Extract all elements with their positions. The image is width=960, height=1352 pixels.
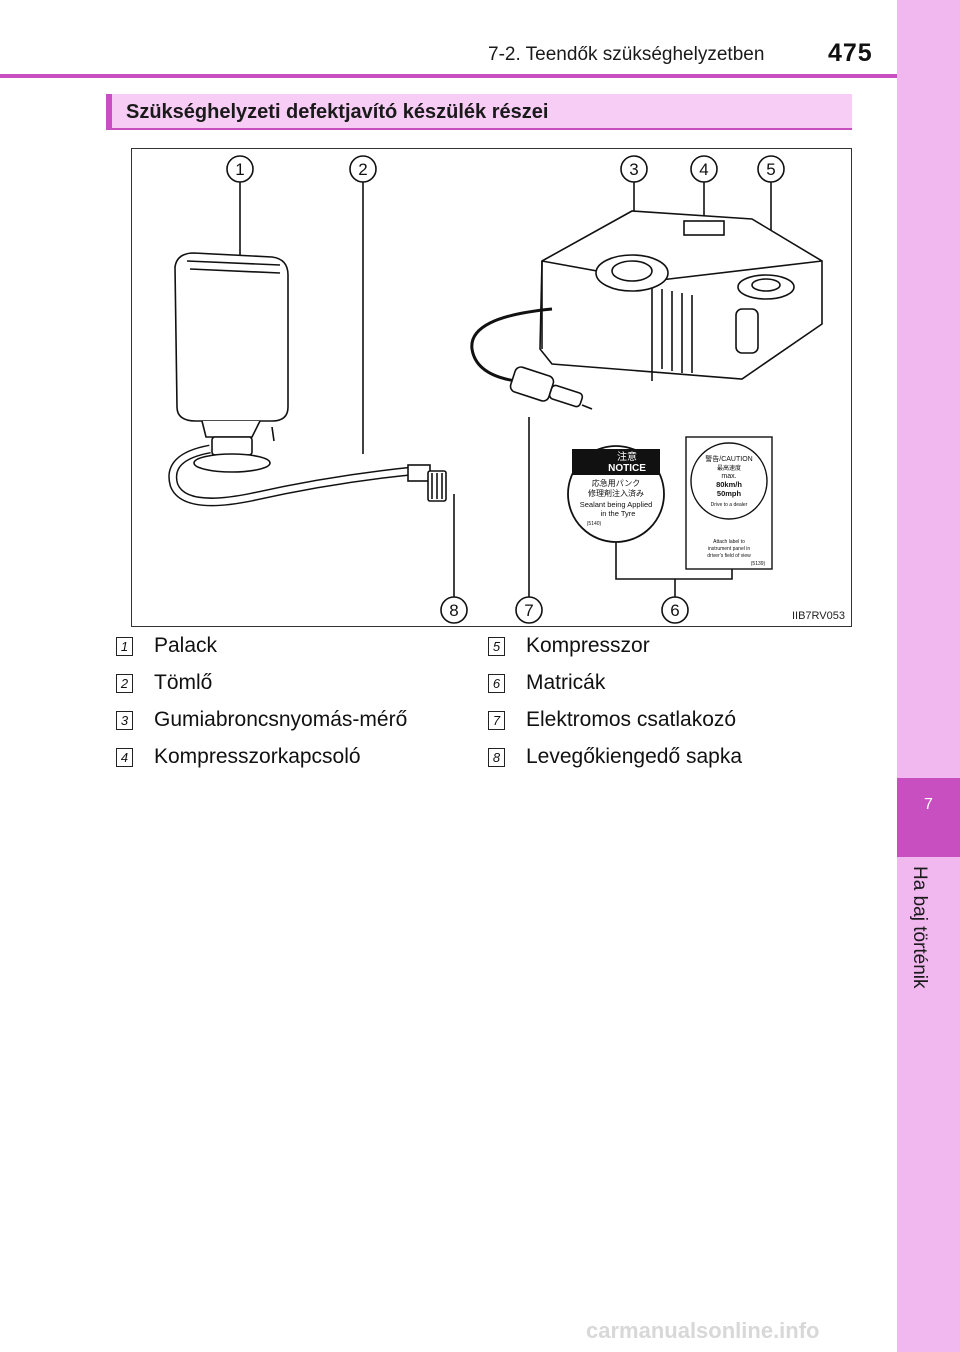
sticker-notice-jp3: 修理剤注入済み <box>588 488 644 498</box>
legend-item-6: 6 Matricák <box>488 671 605 695</box>
repair-kit-figure: 1 2 3 4 5 8 7 6 注意 NOTICE 応急用パンク 修理剤注入済み… <box>131 148 852 627</box>
chapter-tab[interactable] <box>897 778 960 857</box>
legend-text: Tömlő <box>154 671 213 694</box>
legend-num-box: 7 <box>488 710 505 730</box>
sticker-notice-jp2: 応急用パンク <box>592 478 640 488</box>
callout-1: 1 <box>235 160 244 179</box>
legend-text: Kompresszor <box>526 634 650 657</box>
sticker-notice-en: NOTICE <box>608 463 646 474</box>
watermark[interactable]: carmanualsonline.info <box>586 1318 820 1343</box>
section-heading-text: Szükséghelyzeti defektjavító készülék ré… <box>126 101 549 123</box>
legend-item-5: 5 Kompresszor <box>488 634 650 658</box>
callout-2: 2 <box>358 160 367 179</box>
sticker-speed-max: max. <box>721 473 736 480</box>
legend-num-box: 6 <box>488 673 505 693</box>
legend-text: Palack <box>154 634 218 657</box>
page-number: 475 <box>828 39 873 67</box>
legend-text: Levegőkiengedő sapka <box>526 745 743 768</box>
sticker-sealant-2: in the Tyre <box>601 509 636 518</box>
sticker-attach-2: instrument panel in <box>708 546 750 552</box>
legend-item-8: 8 Levegőkiengedő sapka <box>488 745 742 769</box>
callout-7: 7 <box>524 601 533 620</box>
legend-text: Kompresszorkapcsoló <box>154 745 361 768</box>
header-rule <box>0 74 897 78</box>
legend-num-box: 8 <box>488 747 505 767</box>
sticker-attach-1: Attach label to <box>713 539 745 545</box>
callout-5: 5 <box>766 160 775 179</box>
legend-num-box: 2 <box>116 673 133 693</box>
legend-text: Gumiabroncsnyomás-mérő <box>154 708 408 731</box>
callout-3: 3 <box>629 160 638 179</box>
sticker-2-code: (5139) <box>751 561 766 567</box>
legend-item-1: 1 Palack <box>116 634 217 658</box>
sticker-speed-mph: 50mph <box>717 489 742 498</box>
legend-item-3: 3 Gumiabroncsnyomás-mérő <box>116 708 407 732</box>
chapter-number: 7 <box>924 796 933 813</box>
section-heading: Szükséghelyzeti defektjavító készülék ré… <box>106 94 852 130</box>
legend-item-4: 4 Kompresszorkapcsoló <box>116 745 361 769</box>
repair-kit-illustration: 1 2 3 4 5 8 7 6 注意 NOTICE 応急用パンク 修理剤注入済み… <box>168 155 823 624</box>
sticker-sealant-1: Sealant being Applied <box>580 500 653 509</box>
sticker-notice-jp: 注意 <box>617 450 637 463</box>
sticker-attach-3: driver's field of view <box>707 553 751 559</box>
chapter-title: Ha baj történik <box>909 866 930 989</box>
sticker-dealer: Drive to a dealer <box>711 502 748 508</box>
legend-text: Matricák <box>526 671 606 694</box>
legend-num-box: 1 <box>116 636 133 656</box>
legend-num-box: 4 <box>116 747 133 767</box>
legend-text: Elektromos csatlakozó <box>526 708 737 731</box>
header-section-title: 7-2. Teendők szükséghelyzetben <box>488 44 765 65</box>
callout-4: 4 <box>699 160 708 179</box>
sticker-speed-jp: 最高速度 <box>717 464 741 472</box>
callout-6: 6 <box>670 601 679 620</box>
figure-code: IIB7RV053 <box>791 610 845 622</box>
chapter-sidebar <box>897 0 960 1352</box>
legend-item-7: 7 Elektromos csatlakozó <box>488 708 736 732</box>
callout-8: 8 <box>449 601 458 620</box>
sticker-caution: 警告/CAUTION <box>705 454 752 463</box>
sticker-speed-kmh: 80km/h <box>716 480 742 489</box>
legend-num-box: 3 <box>116 710 133 730</box>
legend-num-box: 5 <box>488 636 505 656</box>
sticker-1-code: (5140) <box>587 521 602 527</box>
legend-item-2: 2 Tömlő <box>116 671 212 695</box>
